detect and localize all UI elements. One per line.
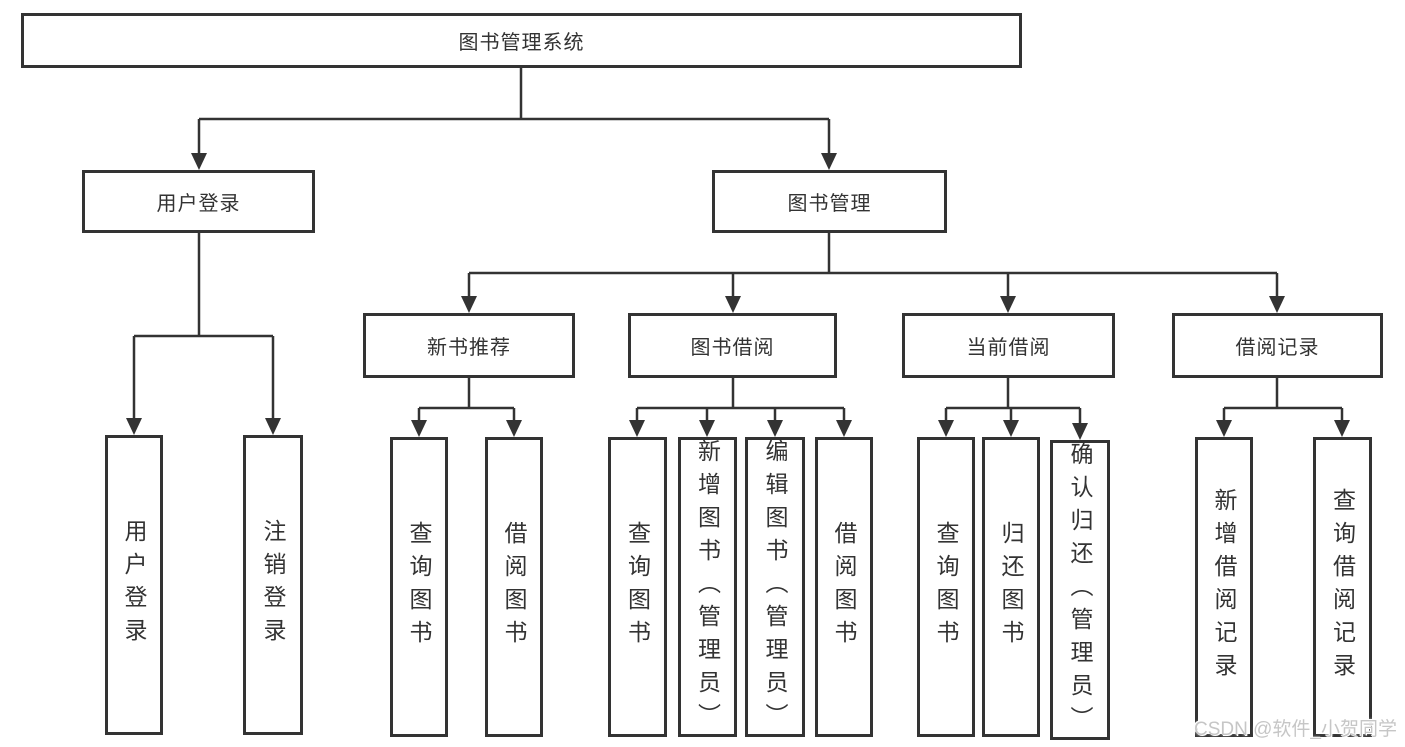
leaf-confirm-return-admin-label: 确认归还（管理员） [1067,441,1093,739]
connector-borrow-records [1216,378,1350,437]
connector-root [191,68,837,170]
leaf-confirm-return-admin: 确认归还（管理员） [1050,440,1110,740]
leaf-borrow-books-recommend-label: 借阅图书 [501,521,527,653]
node-new-book-recommend-label: 新书推荐 [427,337,511,359]
connector-user-login [126,233,281,435]
connector-current-borrow [938,378,1088,440]
leaf-query-books-borrow-label: 查询图书 [624,521,651,653]
leaf-add-borrow-record-label: 新增借阅记录 [1211,488,1237,686]
leaf-query-books-recommend: 查询图书 [390,437,448,737]
node-user-login: 用户登录 [82,170,315,233]
leaf-logout-label: 注销登录 [260,519,286,651]
node-new-book-recommend: 新书推荐 [363,313,575,378]
leaf-query-books-recommend-label: 查询图书 [406,521,432,653]
csdn-watermark: CSDN @软件_小贺同学 [1194,719,1397,740]
connector-book-borrow [629,378,852,437]
leaf-user-login-label: 用户登录 [121,519,147,651]
connector-book-management [461,233,1285,313]
node-library-system-label: 图书管理系统 [458,32,585,54]
node-book-management: 图书管理 [712,170,947,233]
leaf-query-books-borrow: 查询图书 [608,437,667,737]
node-user-login-label: 用户登录 [156,193,241,215]
leaf-query-books-current: 查询图书 [917,437,975,737]
node-borrow-records: 借阅记录 [1172,313,1383,378]
leaf-query-borrow-record-label: 查询借阅记录 [1329,488,1356,686]
leaf-query-books-current-label: 查询图书 [933,521,959,653]
node-book-borrow: 图书借阅 [628,313,837,378]
leaf-return-books: 归还图书 [982,437,1040,737]
node-book-borrow-label: 图书借阅 [690,337,775,359]
node-borrow-records-label: 借阅记录 [1235,337,1320,359]
leaf-add-books-admin: 新增图书（管理员） [678,437,737,737]
node-current-borrow-label: 当前借阅 [966,337,1051,359]
leaf-borrow-books-recommend: 借阅图书 [485,437,543,737]
leaf-edit-books-admin: 编辑图书（管理员） [745,437,805,737]
leaf-add-books-admin-label: 新增图书（管理员） [694,438,721,736]
node-library-system: 图书管理系统 [21,13,1022,68]
leaf-return-books-label: 归还图书 [998,521,1024,653]
leaf-query-borrow-record: 查询借阅记录 [1313,437,1372,737]
node-current-borrow: 当前借阅 [902,313,1115,378]
leaf-logout: 注销登录 [243,435,303,735]
leaf-user-login: 用户登录 [105,435,163,735]
connector-new-book [411,378,522,437]
leaf-edit-books-admin-label: 编辑图书（管理员） [762,438,788,736]
leaf-borrow-books-label: 借阅图书 [831,521,857,653]
node-book-management-label: 图书管理 [787,193,872,215]
leaf-add-borrow-record: 新增借阅记录 [1195,437,1253,737]
leaf-borrow-books: 借阅图书 [815,437,873,737]
